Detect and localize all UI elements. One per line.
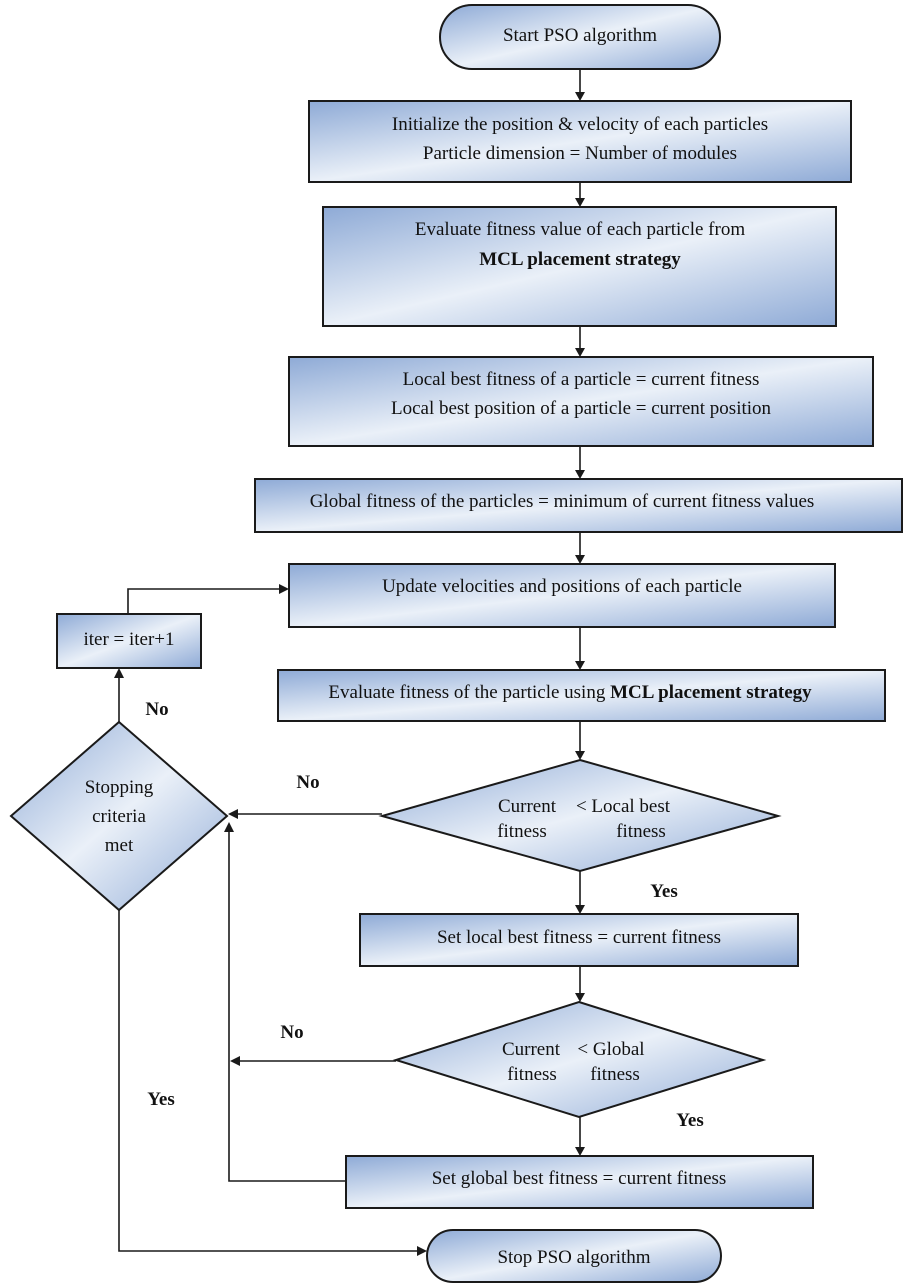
initialize-node: Initialize the position & velocity of ea…	[308, 100, 852, 183]
global-fitness-node: Global fitness of the particles = minimu…	[254, 478, 903, 533]
evaluate-loop-label-bold: MCL placement strategy	[610, 682, 812, 703]
set-global-label: Set global best fitness = current fitnes…	[432, 1168, 727, 1189]
arrowhead-setlocal	[575, 905, 585, 914]
arrowhead-evaluateloop	[575, 661, 585, 670]
arrowhead-decisionglobal	[575, 993, 585, 1002]
iter-label: iter = iter+1	[83, 629, 174, 650]
decision-global-fitness-left: fitness	[507, 1064, 557, 1085]
local-best-init-label-line1: Local best fitness of a particle = curre…	[403, 369, 760, 390]
start-label: Start PSO algorithm	[503, 25, 657, 46]
set-local-label: Set local best fitness = current fitness	[437, 927, 721, 948]
label-stopping-no: No	[145, 699, 168, 720]
decision-global-threshold: < Global	[577, 1039, 644, 1060]
arrowhead-iter	[114, 668, 124, 678]
evaluate-loop-node: Evaluate fitness of the particle using M…	[277, 669, 886, 722]
arrowhead-localbest	[575, 348, 585, 357]
initialize-label-line1: Initialize the position & velocity of ea…	[392, 114, 768, 135]
arrowhead-stopping-from-local	[228, 809, 238, 819]
set-global-node: Set global best fitness = current fitnes…	[345, 1155, 814, 1209]
label-global-yes: Yes	[676, 1110, 703, 1131]
arrowhead-stop	[417, 1246, 427, 1256]
start-node: Start PSO algorithm	[439, 4, 721, 70]
arrowhead-setglobal	[575, 1147, 585, 1156]
label-local-yes: Yes	[650, 881, 677, 902]
edge-setglobal-stopping	[228, 830, 346, 1182]
decision-local-current: Current	[498, 796, 557, 817]
arrowhead-from-global	[230, 1056, 240, 1066]
arrowhead-update-from-iter	[279, 584, 289, 594]
decision-local-fitness-left: fitness	[497, 821, 547, 842]
decision-global-fitness-right: fitness	[590, 1064, 640, 1085]
arrowhead-initialize	[575, 92, 585, 101]
stop-label: Stop PSO algorithm	[497, 1247, 650, 1268]
decision-local-fitness-right: fitness	[616, 821, 666, 842]
update-node: Update velocities and positions of each …	[288, 563, 836, 628]
stopping-label-line3: met	[105, 835, 134, 856]
decision-global-node: Current < Global fitness fitness	[392, 1000, 767, 1119]
update-label: Update velocities and positions of each …	[382, 576, 742, 597]
decision-local-node: Current < Local best fitness fitness	[378, 758, 782, 873]
arrowhead-stopping-from-setglobal	[224, 822, 234, 832]
initialize-label-line2: Particle dimension = Number of modules	[423, 143, 737, 164]
edge-iter-update	[127, 588, 281, 614]
arrowhead-update	[575, 555, 585, 564]
label-stopping-yes: Yes	[147, 1089, 174, 1110]
evaluate-loop-label: Evaluate fitness of the particle using M…	[328, 682, 812, 703]
arrowhead-evaluate	[575, 198, 585, 207]
iter-node: iter = iter+1	[56, 613, 202, 669]
arrowhead-decisionlocal	[575, 751, 585, 760]
stopping-label-line1: Stopping	[85, 777, 154, 798]
local-best-init-node: Local best fitness of a particle = curre…	[288, 356, 874, 447]
stopping-criteria-node: Stopping criteria met	[9, 720, 229, 912]
label-local-no: No	[296, 772, 319, 793]
edge-stopping-yes	[118, 910, 419, 1252]
decision-local-threshold: < Local best	[576, 796, 671, 817]
evaluate-initial-label-line2: MCL placement strategy	[479, 249, 681, 270]
connectors	[114, 69, 585, 1256]
global-fitness-label: Global fitness of the particles = minimu…	[310, 491, 815, 512]
stopping-label-line2: criteria	[92, 806, 146, 827]
label-global-no: No	[280, 1022, 303, 1043]
arrowhead-global	[575, 470, 585, 479]
set-local-node: Set local best fitness = current fitness	[359, 913, 799, 967]
evaluate-loop-label-prefix: Evaluate fitness of the particle using	[328, 682, 610, 703]
stop-node: Stop PSO algorithm	[426, 1229, 722, 1283]
evaluate-initial-label-line1: Evaluate fitness value of each particle …	[415, 219, 745, 240]
evaluate-initial-node: Evaluate fitness value of each particle …	[322, 206, 837, 327]
local-best-init-label-line2: Local best position of a particle = curr…	[391, 398, 772, 419]
decision-global-current: Current	[502, 1039, 561, 1060]
